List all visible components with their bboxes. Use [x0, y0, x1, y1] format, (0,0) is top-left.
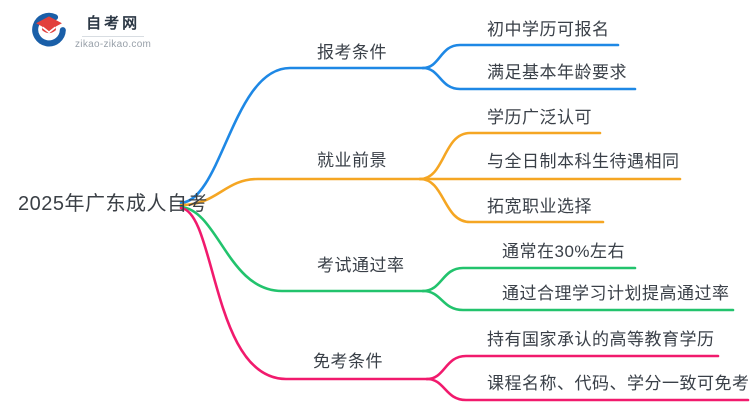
- child-label-tongguolv-2: 通过合理学习计划提高通过率: [502, 284, 730, 303]
- root-topic: 2025年广东成人自考: [18, 193, 208, 215]
- branch-label-jiuye: 就业前景: [317, 151, 387, 170]
- site-logo: 自考网 zikao-zikao.com: [30, 12, 151, 50]
- connector-branch-miankao: [179, 206, 429, 381]
- connector-branch-tongguolv: [179, 205, 425, 293]
- child-label-jiuye-1: 学历广泛认可: [487, 108, 592, 127]
- branch-label-baokao: 报考条件: [317, 43, 387, 62]
- connector-child-baokao-2: [421, 66, 637, 91]
- connector-child-baokao-1: [421, 43, 620, 70]
- connector-branch-baokao: [179, 66, 425, 205]
- connector-child-miankao-1: [425, 354, 720, 381]
- child-label-jiuye-2: 与全日制本科生待遇相同: [487, 152, 680, 171]
- branch-label-tongguolv: 考试通过率: [317, 256, 405, 275]
- connector-branch-jiuye: [179, 177, 422, 207]
- child-label-baokao-1: 初中学历可报名: [487, 20, 610, 39]
- child-label-miankao-1: 持有国家承认的高等教育学历: [487, 330, 715, 349]
- child-label-baokao-2: 满足基本年龄要求: [487, 63, 627, 82]
- branch-label-miankao: 免考条件: [313, 352, 383, 371]
- child-label-tongguolv-1: 通常在30%左右: [502, 242, 626, 261]
- connector-child-jiuye-1: [418, 131, 602, 181]
- logo-url: zikao-zikao.com: [75, 39, 152, 50]
- graduation-cap-logo-icon: [32, 12, 66, 47]
- child-label-miankao-2: 课程名称、代码、学分一致可免考: [487, 374, 750, 393]
- connector-child-tongguolv-1: [421, 266, 637, 293]
- connector-child-miankao-2: [425, 377, 750, 402]
- connector-child-jiuye-3: [418, 177, 605, 224]
- connector-child-tongguolv-2: [421, 289, 735, 312]
- logo-title: 自考网: [82, 12, 145, 37]
- child-label-jiuye-3: 拓宽职业选择: [487, 197, 592, 216]
